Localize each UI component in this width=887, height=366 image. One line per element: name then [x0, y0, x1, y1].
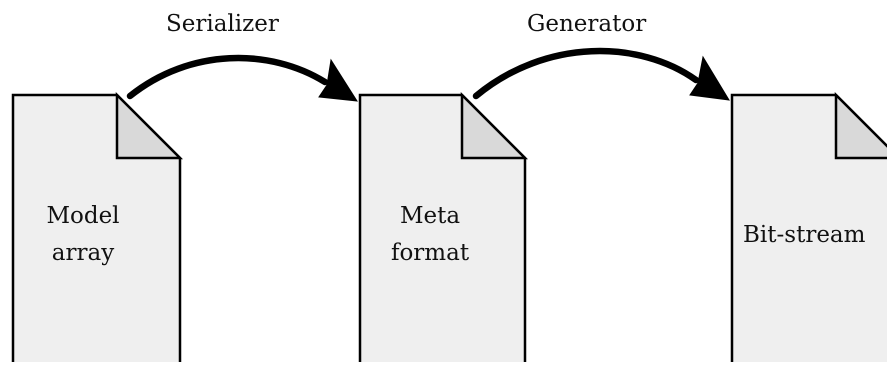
edge-label-generator: Generator	[527, 11, 647, 37]
arrow-generator-head	[689, 55, 730, 101]
document-meta-format-line1: Meta	[399, 203, 461, 229]
edge-label-serializer: Serializer	[166, 11, 279, 37]
document-bit-stream	[730, 91, 887, 366]
arrow-generator-curve	[472, 47, 700, 100]
arrow-generator	[472, 47, 730, 101]
document-model-array	[11, 91, 184, 366]
document-bit-stream-label: Bit-stream	[743, 222, 866, 248]
document-meta-format-fold	[460, 91, 529, 160]
document-meta-format-label: Meta format	[360, 198, 500, 272]
document-model-array-line1: Model	[46, 203, 120, 229]
document-model-array-line2: array	[51, 240, 115, 266]
document-meta-format-page	[358, 93, 527, 366]
document-meta-format	[358, 91, 529, 366]
document-model-array-label: Model array	[13, 198, 153, 272]
document-bit-stream-fold	[834, 91, 887, 160]
arrow-serializer	[126, 54, 358, 102]
document-model-array-page	[11, 93, 182, 366]
arrow-serializer-curve	[126, 54, 329, 100]
document-bit-stream-page	[730, 93, 887, 366]
document-meta-format-line2: format	[390, 240, 470, 266]
arrow-serializer-head	[318, 58, 358, 102]
document-model-array-fold	[115, 91, 184, 160]
